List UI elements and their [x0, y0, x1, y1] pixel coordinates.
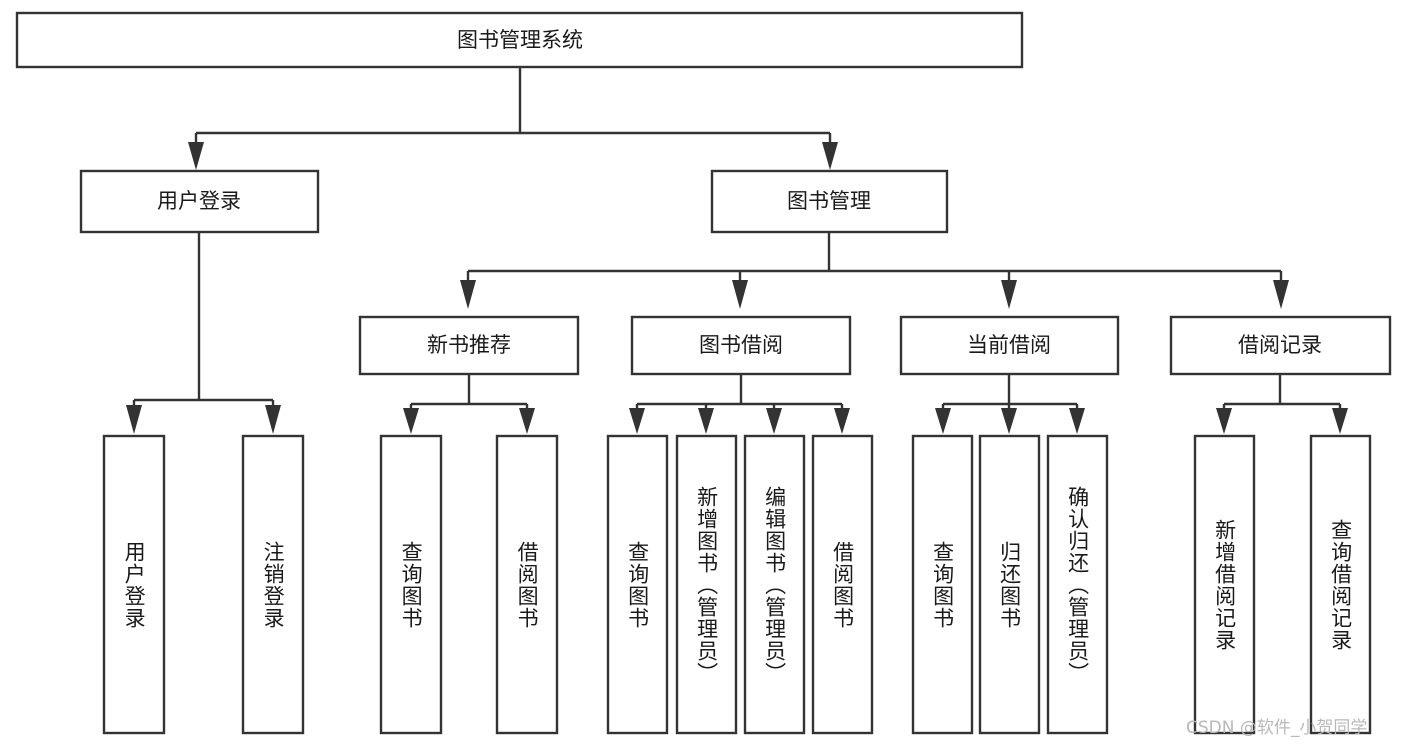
- node-leaf-cb-return-book[interactable]: [978, 434, 1041, 735]
- node-leaf-bb-borrow-book[interactable]: [811, 434, 874, 735]
- arrowhead-new-book-rec-icon: [460, 280, 476, 309]
- arrowhead-leaf-bb-query-icon: [629, 408, 645, 434]
- node-leaf-rec-query-book[interactable]: [379, 434, 443, 735]
- arrowhead-leaf-br-query-icon: [1332, 408, 1348, 434]
- node-borrowing-record-label: 借阅记录: [1238, 333, 1322, 357]
- arrowhead-leaf-cb-query-icon: [935, 408, 951, 434]
- arrowhead-current-borrow-icon: [1001, 280, 1017, 309]
- node-new-book-recommendation-label: 新书推荐: [427, 333, 511, 357]
- arrowhead-book-mgmt-icon: [822, 142, 838, 170]
- arrowhead-leaf-cb-return-icon: [1001, 408, 1017, 434]
- arrowhead-leaf-user-login-icon: [126, 405, 142, 434]
- arrowhead-leaf-rec-query-icon: [403, 408, 419, 434]
- node-leaf-br-query-record[interactable]: [1309, 434, 1372, 735]
- node-leaf-cb-confirm-return[interactable]: [1046, 434, 1109, 735]
- node-borrowing-record[interactable]: [1169, 315, 1392, 376]
- node-book-management-label: 图书管理: [787, 189, 871, 213]
- node-leaf-bb-edit-book[interactable]: [743, 434, 806, 735]
- node-leaf-rec-borrow-book[interactable]: [495, 434, 559, 735]
- node-root-label: 图书管理系统: [457, 28, 583, 52]
- arrowhead-leaf-cb-confirm-icon: [1069, 408, 1085, 434]
- arrowhead-user-login-icon: [188, 142, 204, 170]
- node-current-borrowing-label: 当前借阅: [967, 333, 1051, 357]
- arrowhead-book-borrow-icon: [732, 280, 748, 309]
- arrowhead-leaf-bb-borrow-icon: [834, 408, 850, 434]
- node-user-login-label: 用户登录: [157, 189, 241, 213]
- node-new-book-recommendation[interactable]: [358, 315, 580, 376]
- arrowhead-leaf-logout-icon: [265, 405, 281, 434]
- arrowhead-leaf-bb-add-icon: [698, 408, 714, 434]
- node-book-borrowing[interactable]: [630, 315, 852, 376]
- node-leaf-user-login[interactable]: [102, 434, 166, 735]
- node-leaf-bb-query-book[interactable]: [606, 434, 669, 735]
- node-current-borrowing[interactable]: [899, 315, 1120, 376]
- csdn-watermark: CSDN @软件_小贺同学: [1186, 718, 1368, 738]
- node-leaf-br-add-record[interactable]: [1193, 434, 1256, 735]
- node-book-borrowing-label: 图书借阅: [699, 333, 783, 357]
- arrowhead-borrow-record-icon: [1273, 280, 1289, 309]
- node-root-book-management-system[interactable]: [15, 11, 1024, 69]
- arrowhead-leaf-rec-borrow-icon: [519, 408, 535, 434]
- arrowhead-leaf-bb-edit-icon: [766, 408, 782, 434]
- arrowhead-leaf-br-add-icon: [1216, 408, 1232, 434]
- node-book-management[interactable]: [710, 169, 949, 234]
- node-leaf-logout[interactable]: [241, 434, 305, 735]
- node-leaf-cb-query-book[interactable]: [911, 434, 974, 735]
- node-leaf-bb-add-book[interactable]: [675, 434, 738, 735]
